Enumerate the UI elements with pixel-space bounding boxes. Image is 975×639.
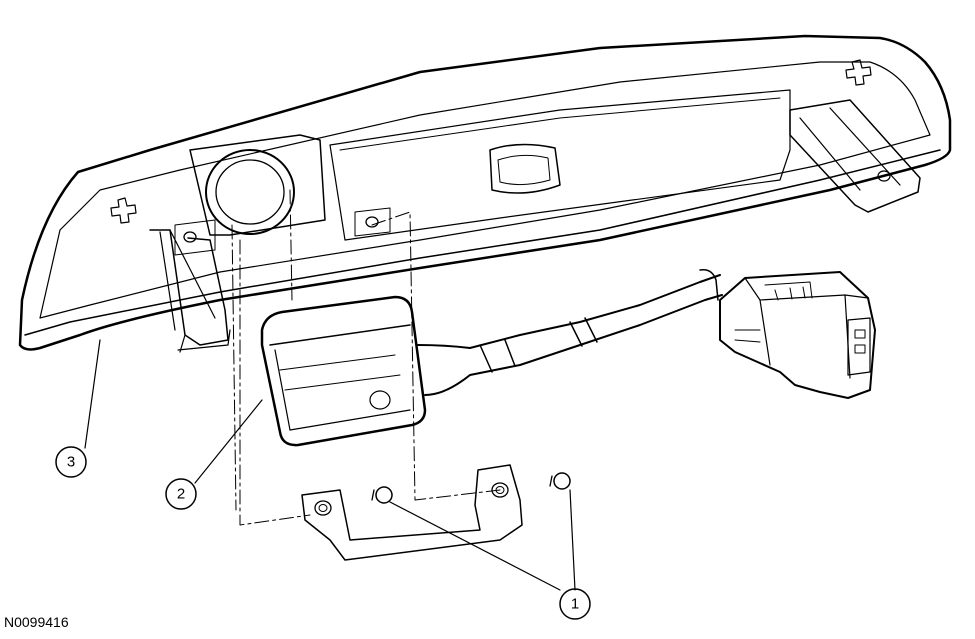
figure-id-label: N0099416 xyxy=(4,614,69,630)
screw-left xyxy=(371,486,393,504)
electrical-connector xyxy=(719,271,876,399)
callout-number-1: 1 xyxy=(571,596,579,613)
callout-number-2: 2 xyxy=(177,486,185,503)
retainer-bracket xyxy=(301,464,523,561)
alignment-lines xyxy=(231,189,501,526)
camera-module xyxy=(260,295,427,447)
callout-circle-1 xyxy=(559,588,591,620)
camera-cable xyxy=(417,268,723,396)
callout-number-3: 3 xyxy=(67,454,75,471)
screw-right xyxy=(549,472,571,490)
callout-circle-3 xyxy=(55,446,87,478)
callout-circle-2 xyxy=(165,478,197,510)
leader-lines xyxy=(84,339,576,591)
trim-panel xyxy=(18,34,952,353)
